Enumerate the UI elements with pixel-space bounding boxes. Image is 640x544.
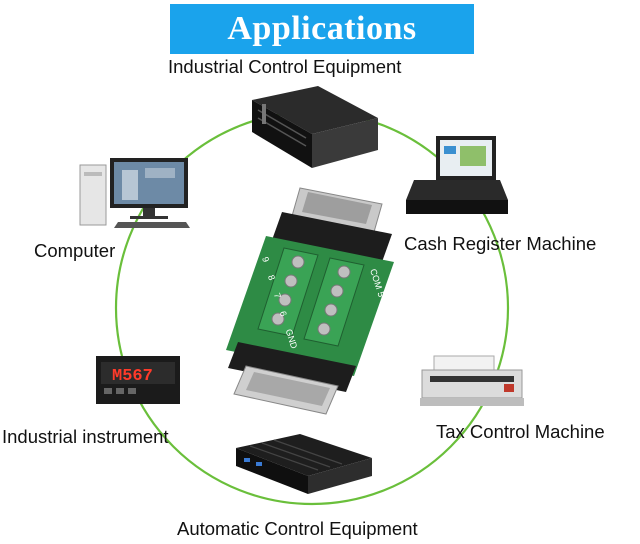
label-computer: Computer	[34, 240, 116, 261]
applications-banner: Applications	[170, 4, 474, 54]
industrial-instrument-image: M567	[96, 356, 180, 404]
label-cash-register-machine: Cash Register Machine	[404, 233, 597, 254]
pin-label: 1	[399, 363, 410, 371]
pin-label: 4	[381, 308, 392, 316]
computer-image	[79, 158, 190, 228]
label-automatic-control-equipment: Automatic Control Equipment	[177, 518, 418, 539]
pin-label: 2	[393, 345, 404, 353]
pin-label: 6	[278, 310, 289, 318]
pin-label: 7	[272, 292, 283, 300]
cash-register-image	[406, 136, 508, 214]
instrument-display: M567	[112, 367, 153, 386]
label-tax-control-machine: Tax Control Machine	[436, 421, 605, 442]
tax-control-machine-image	[420, 355, 524, 406]
banner-title: Applications	[227, 10, 417, 47]
pin-label: 3	[387, 326, 398, 334]
pin-label: 8	[266, 274, 277, 282]
pin-label: 9	[260, 256, 271, 264]
label-industrial-instrument: Industrial instrument	[2, 426, 169, 447]
industrial-control-equipment-image	[252, 86, 378, 168]
pin-label: 5	[376, 290, 387, 298]
label-industrial-control-equipment: Industrial Control Equipment	[168, 56, 402, 77]
automatic-control-equipment-image	[236, 434, 372, 494]
db9-terminal-connector: 9 8 7 6 GND COM 5 4 3 2 1	[226, 187, 410, 415]
